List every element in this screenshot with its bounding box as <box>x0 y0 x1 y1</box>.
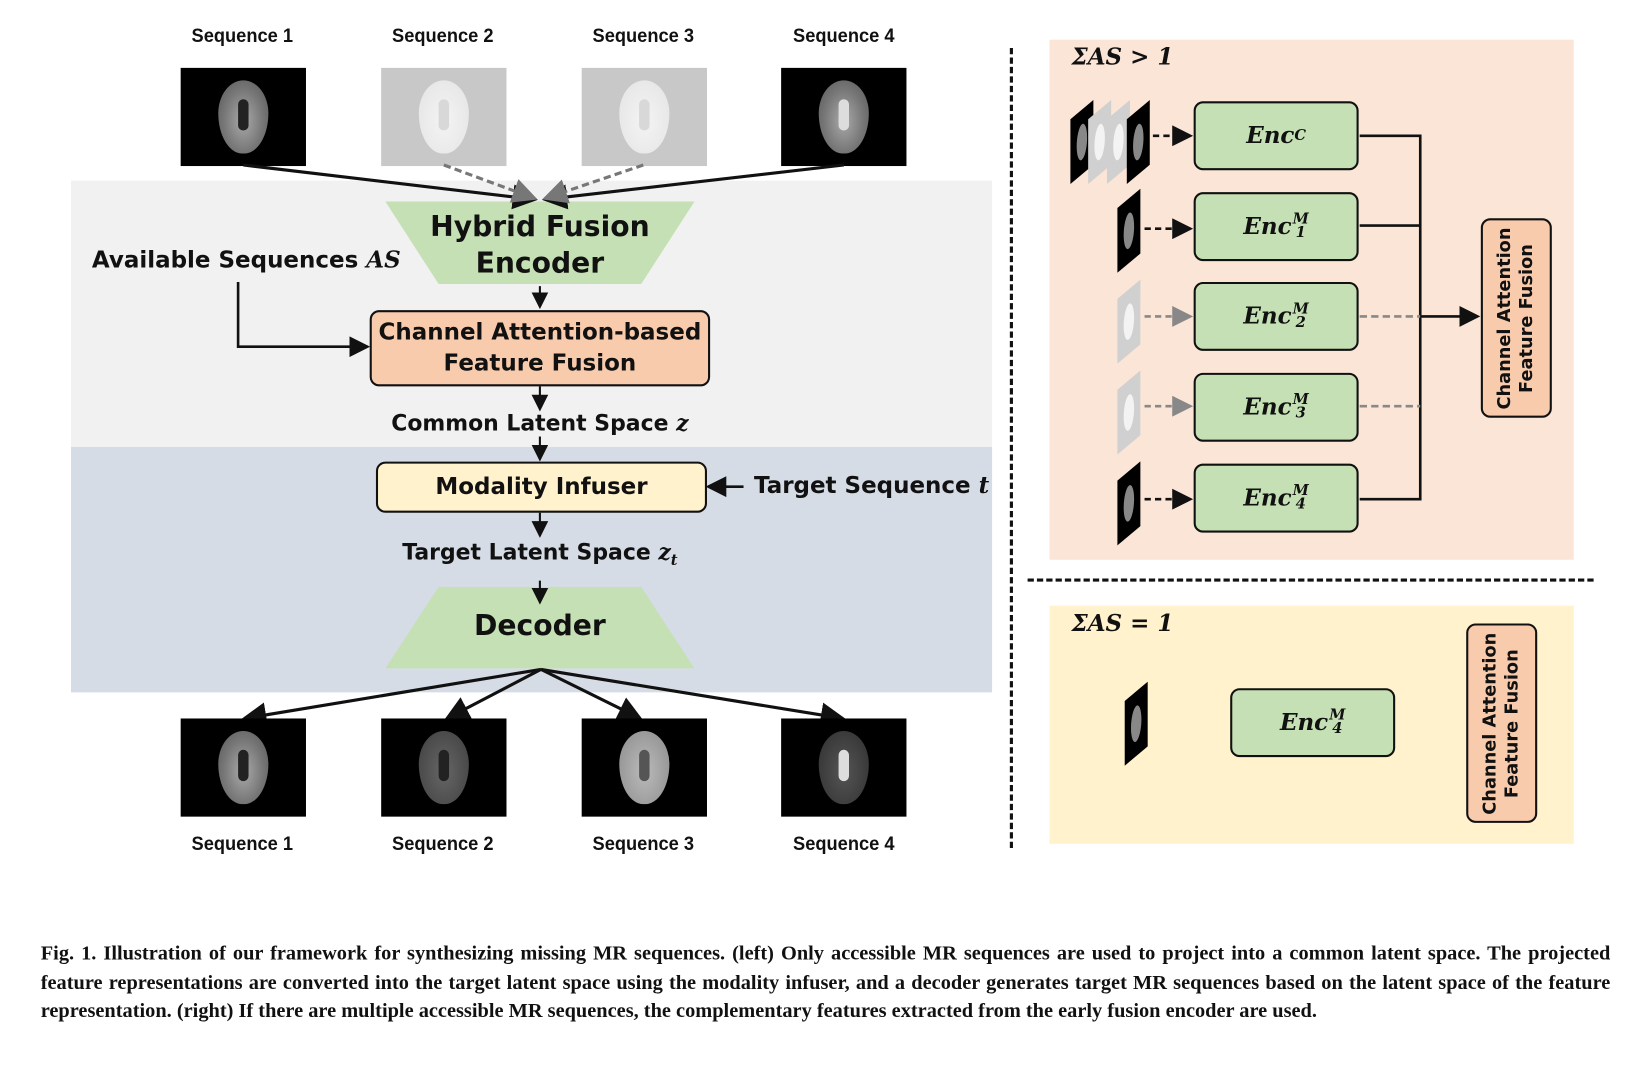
output-sequence-2-label: Sequence 2 <box>392 833 494 856</box>
input-sequence-2-label: Sequence 2 <box>392 25 494 47</box>
modality-infuser-label: Modality Infuser <box>435 474 648 501</box>
common-latent-symbol: z <box>676 409 689 436</box>
common-latent-text: Common Latent Space <box>391 410 669 436</box>
output-mri-sequence-1 <box>180 718 306 817</box>
left-panel-connectors <box>236 163 846 728</box>
caf-bottom-line-2: Feature Fusion <box>1501 648 1523 798</box>
encoder-2-base: Enc <box>1243 302 1292 330</box>
decoder: Decoder <box>386 610 693 642</box>
fusion-line-2: Feature Fusion <box>443 350 637 377</box>
encoder-3-sup: M <box>1292 391 1309 409</box>
input-mri-sequence-3-missing <box>581 67 707 167</box>
channel-attention-fusion-vertical-bottom: Channel Attention Feature Fusion <box>1466 623 1538 823</box>
encoder-single-sup: M <box>1329 706 1346 724</box>
encoder-line-2: Encoder <box>475 247 605 280</box>
target-latent-text: Target Latent Space <box>402 539 651 565</box>
channel-attention-fusion-box: Channel Attention-based Feature Fusion <box>369 310 711 387</box>
available-sequences-text: Available Sequences <box>91 247 359 274</box>
encoder-1-sub: 1 <box>1295 224 1306 242</box>
encoder-3-sub: 3 <box>1295 405 1306 422</box>
encoder-1-base: Enc <box>1243 213 1292 241</box>
output-sequence-4-label: Sequence 4 <box>793 833 895 856</box>
encoder-common-base: Enc <box>1246 122 1295 150</box>
target-sequence-text: Target Sequence <box>753 473 971 500</box>
multi-sequence-condition: ΣAS > 1 <box>1071 43 1174 72</box>
modality-infuser-box: Modality Infuser <box>375 461 707 513</box>
vertical-separator <box>1009 48 1013 848</box>
figure-caption: Fig. 1. Illustration of our framework fo… <box>40 943 1611 1023</box>
encoder-2-sub: 2 <box>1295 314 1306 332</box>
channel-attention-fusion-vertical-top: Channel Attention Feature Fusion <box>1480 218 1552 418</box>
decoder-shape <box>385 586 695 669</box>
output-sequence-3-label: Sequence 3 <box>592 833 695 856</box>
encoder-4-sup: M <box>1292 482 1309 500</box>
input-mri-sequence-1 <box>180 67 306 167</box>
output-mri-sequence-3 <box>581 718 707 817</box>
caf-top-line-1: Channel Attention <box>1494 226 1516 410</box>
single-sequence-condition: ΣAS = 1 <box>1071 609 1174 638</box>
target-sequence-symbol: t <box>978 472 990 500</box>
encoder-2-sup: M <box>1292 300 1309 318</box>
horizontal-separator <box>1027 578 1594 582</box>
output-mri-sequence-2 <box>381 718 507 817</box>
encoder-single-sub: 4 <box>1332 720 1343 738</box>
target-latent-space-label: Target Latent Space zt <box>345 539 736 569</box>
input-mri-sequence-2-missing <box>381 67 507 167</box>
fusion-line-1: Channel Attention-based <box>378 319 702 346</box>
encoder-line-1: Hybrid Fusion <box>430 210 650 244</box>
hybrid-fusion-encoder: Hybrid Fusion Encoder <box>386 209 693 282</box>
encoder-single-base: Enc <box>1279 709 1329 737</box>
encoder-common-sup: C <box>1294 127 1307 145</box>
caf-top-line-2: Feature Fusion <box>1516 243 1538 393</box>
input-sequence-1-label: Sequence 1 <box>191 25 294 47</box>
output-sequence-1-label: Sequence 1 <box>191 833 294 856</box>
common-latent-space-label: Common Latent Space z <box>345 409 736 435</box>
encoder-4-base: Enc <box>1243 484 1292 512</box>
encoder-4-sub: 4 <box>1295 496 1306 513</box>
input-sequence-3-label: Sequence 3 <box>592 25 695 47</box>
target-latent-subscript: t <box>670 552 678 570</box>
hybrid-fusion-encoder-shape <box>385 201 695 285</box>
caf-bottom-text: Channel Attention Feature Fusion <box>1480 632 1524 814</box>
target-latent-symbol: z <box>658 538 671 565</box>
available-sequences-label: Available Sequences AS <box>92 246 401 273</box>
encoder-1-sup: M <box>1292 210 1309 228</box>
input-sequence-4-label: Sequence 4 <box>793 25 895 47</box>
available-sequences-symbol: AS <box>366 246 401 274</box>
output-mri-sequence-4 <box>781 718 907 817</box>
decoder-label: Decoder <box>473 609 606 643</box>
caf-top-text: Channel Attention Feature Fusion <box>1494 227 1538 409</box>
input-mri-sequence-4 <box>781 67 907 167</box>
encoder-3-base: Enc <box>1243 393 1292 421</box>
target-sequence-label: Target Sequence t <box>754 472 989 499</box>
caf-bottom-line-1: Channel Attention <box>1479 632 1501 815</box>
